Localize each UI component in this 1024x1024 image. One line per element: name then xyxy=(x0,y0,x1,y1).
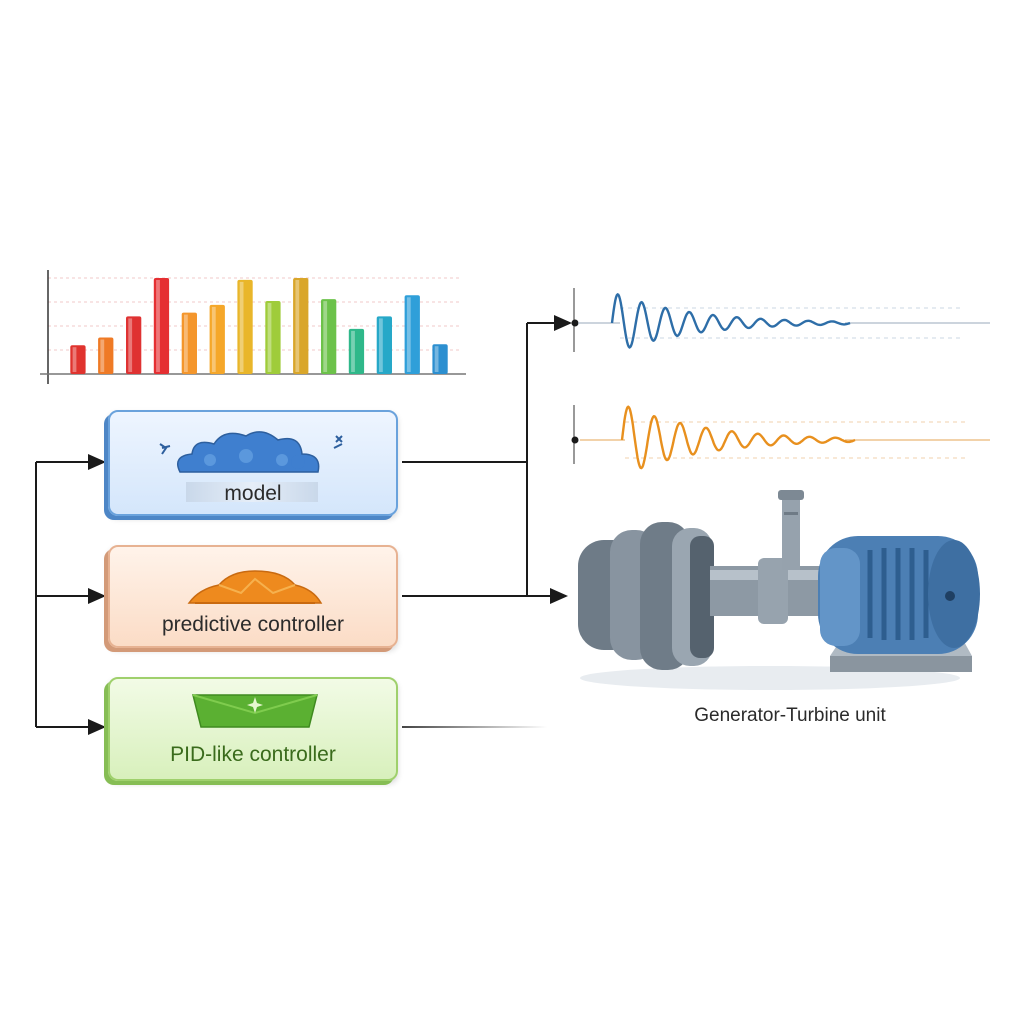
bottom-waveform xyxy=(571,405,990,470)
chart-bar xyxy=(404,295,420,374)
chart-bar-highlight xyxy=(351,330,355,372)
unit-label: Generator-Turbine unit xyxy=(694,705,886,726)
green-tray-icon xyxy=(192,694,318,728)
model-label-bar xyxy=(186,482,318,502)
pid-output-line xyxy=(402,726,547,728)
chart-bar-highlight xyxy=(211,306,216,372)
chart-bar xyxy=(209,304,225,374)
chart-bar xyxy=(348,328,365,374)
chart-bar xyxy=(265,301,281,374)
bar-chart xyxy=(40,270,466,384)
chart-bar-highlight xyxy=(295,280,300,372)
chart-bar-highlight xyxy=(406,297,411,372)
chart-bar xyxy=(376,316,392,374)
model-label: model xyxy=(224,482,282,505)
chart-bar xyxy=(181,312,197,374)
chart-bar xyxy=(126,316,142,374)
chart-bar-highlight xyxy=(434,346,439,372)
orange-mound-icon xyxy=(187,570,323,604)
chart-bar xyxy=(432,344,448,374)
chart-bar-highlight xyxy=(379,318,383,372)
turbine-fins xyxy=(690,536,714,658)
chart-bars xyxy=(70,278,448,374)
predictive-controller-label: predictive controller xyxy=(161,613,345,636)
chart-bar xyxy=(98,337,114,374)
chart-bar-highlight xyxy=(239,281,244,372)
chart-bar xyxy=(237,279,253,374)
chart-bar-highlight xyxy=(72,347,77,372)
chart-bar-highlight xyxy=(128,318,133,372)
generator-fins xyxy=(867,548,929,640)
predictive-controller-block: predictive controller xyxy=(108,545,398,648)
chart-bar xyxy=(321,299,337,374)
chart-bar xyxy=(153,278,170,374)
chart-bar-highlight xyxy=(100,339,105,372)
chart-bar-highlight xyxy=(184,314,188,372)
pid-controller-label: PID-like controller xyxy=(170,743,336,766)
chart-bar-highlight xyxy=(267,303,272,372)
generator-turbine-icon xyxy=(578,490,980,690)
chart-bar xyxy=(293,278,309,374)
model-block: model xyxy=(108,410,398,516)
pid-controller-block: PID-like controller xyxy=(108,677,398,781)
chart-bar xyxy=(70,345,86,374)
top-waveform xyxy=(571,288,990,352)
cloud-cluster-icon xyxy=(159,431,343,473)
chart-bar-highlight xyxy=(156,280,160,372)
chart-bar-highlight xyxy=(323,301,328,372)
